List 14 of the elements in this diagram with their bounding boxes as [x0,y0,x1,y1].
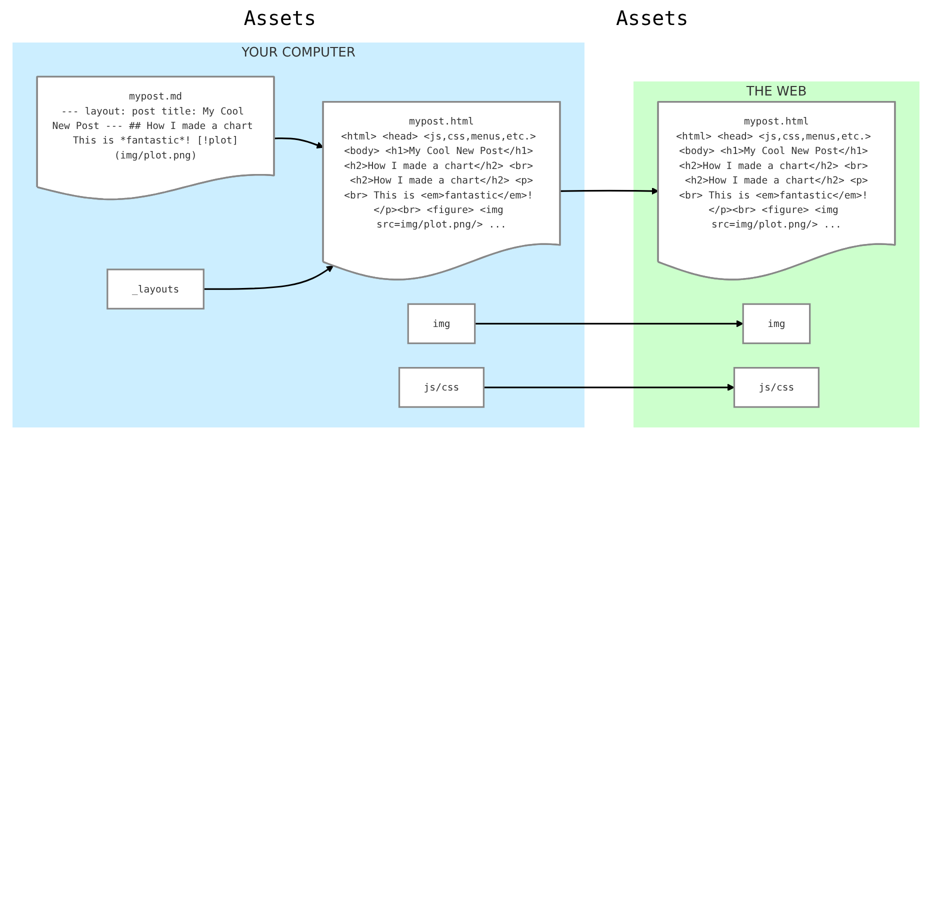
node-box [106,268,204,310]
node-box [398,366,485,408]
node-box [742,303,811,344]
section-heading: Assets [616,6,688,30]
cluster [12,42,584,428]
arrow [274,138,324,149]
node-box [407,303,476,344]
arrow [560,187,659,195]
arrow [204,266,334,290]
section-heading: Assets [244,6,316,30]
arrow [484,384,735,391]
cluster [634,81,920,428]
node-box [733,366,820,408]
arrow [474,320,744,328]
